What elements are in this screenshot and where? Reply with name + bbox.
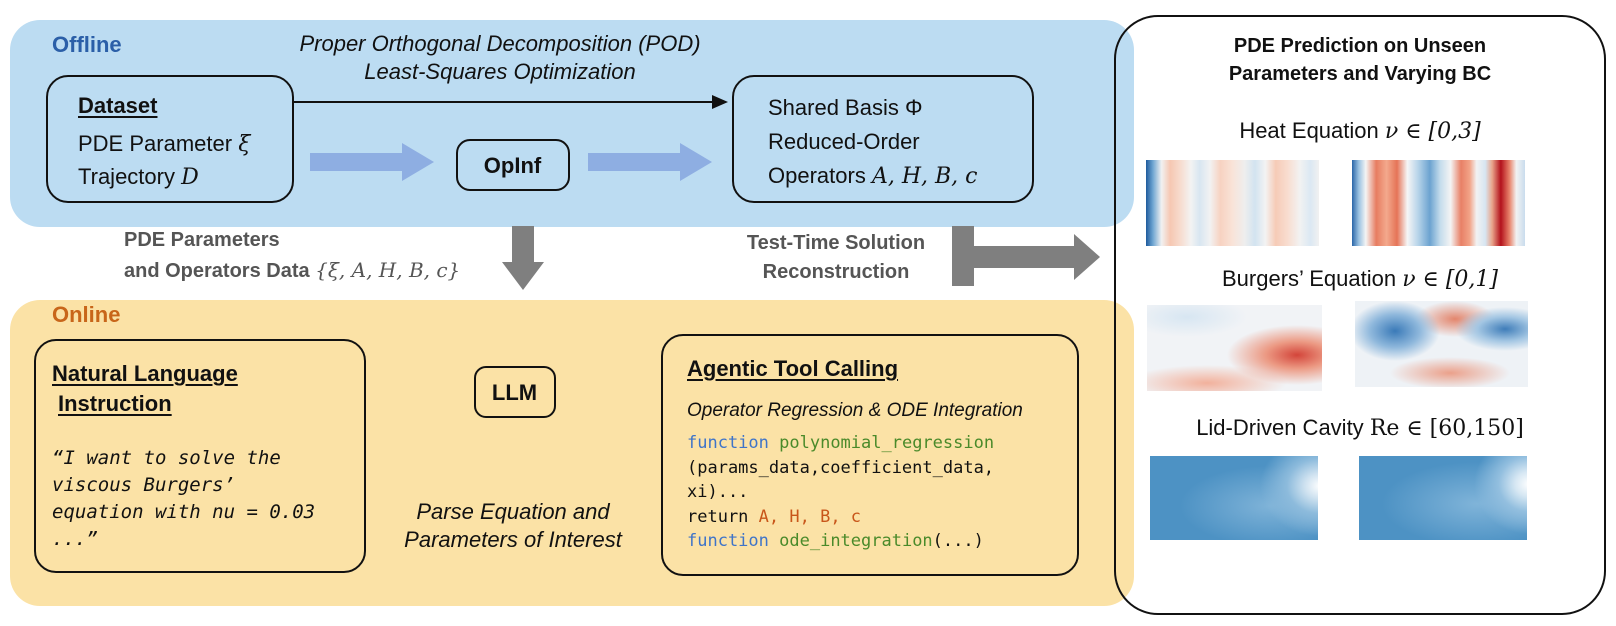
- pod-caption-line1: Proper Orthogonal Decomposition (POD): [299, 31, 701, 56]
- params-label-line1: PDE Parameters: [124, 229, 280, 251]
- heat-plot-2: [1352, 160, 1525, 246]
- params-label-line2: and Operators Data {ξ, A, H, B, c}: [124, 258, 460, 283]
- dataset-parameter-text: PDE Parameter: [78, 131, 233, 156]
- dataset-trajectory-line: Trajectory D: [78, 164, 199, 190]
- dataset-parameter-line: PDE Parameter ξ: [78, 131, 250, 157]
- heat-equation-text: Heat Equation: [1239, 118, 1379, 143]
- quote-line4: ...”: [52, 528, 98, 550]
- code-fn-polynomial-regression: polynomial_regression: [779, 433, 995, 453]
- offline-panel: [10, 20, 1134, 227]
- gray-down-arrow: [502, 226, 544, 290]
- cavity-text: Lid-Driven Cavity: [1196, 415, 1364, 440]
- dataset-title: Dataset: [78, 93, 158, 118]
- params-symbol-set: {ξ, A, H, B, c}: [315, 258, 461, 282]
- opinf-box: OpInf: [456, 139, 570, 191]
- agent-box: Agentic Tool Calling Operator Regression…: [661, 334, 1079, 576]
- prediction-panel: [1114, 15, 1606, 615]
- code-line4: return A, H, B, c: [687, 505, 994, 530]
- cavity-range: Re ∈ [60,150]: [1369, 416, 1524, 441]
- instruction-title-line2: Instruction: [58, 391, 172, 416]
- pod-arrow: [294, 95, 728, 109]
- reduced-order-label: Reduced-Order: [768, 129, 920, 154]
- cavity-label: Lid-Driven Cavity Re ∈ [60,150]: [1114, 415, 1606, 441]
- opinf-label: OpInf: [483, 153, 542, 178]
- code-fn-args: (...): [932, 531, 984, 551]
- online-panel: [10, 300, 1134, 606]
- recon-label-line2: Reconstruction: [762, 261, 910, 283]
- blue-arrow-from-opinf: [588, 143, 712, 181]
- agent-title: Agentic Tool Calling: [687, 356, 899, 381]
- heat-equation-range: ν ∈ [0,3]: [1384, 119, 1481, 144]
- operators-line: Operators A, H, B, c: [768, 163, 977, 189]
- shared-basis-label: Shared Basis Φ: [768, 95, 923, 120]
- parse-caption-line2: Parameters of Interest: [404, 527, 622, 552]
- agent-code: function polynomial_regression (params_d…: [687, 431, 994, 554]
- burgers-equation-text: Burgers’ Equation: [1221, 266, 1397, 291]
- instruction-box: Natural Language Instruction “I want to …: [34, 339, 366, 573]
- agent-subtitle: Operator Regression & ODE Integration: [687, 400, 1023, 421]
- offline-label: Offline: [52, 32, 122, 57]
- prediction-title-line2: Parameters and Varying BC: [1228, 63, 1492, 85]
- code-line3: xi)...: [687, 482, 749, 502]
- code-keyword-return: return: [687, 506, 749, 527]
- llm-label: LLM: [491, 380, 538, 405]
- instruction-quote: “I want to solve the viscous Burgers’ eq…: [52, 445, 315, 553]
- code-line5: function ode_integration(...): [687, 529, 994, 554]
- instruction-title-line1: Natural Language: [52, 361, 238, 386]
- d-symbol: D: [181, 165, 199, 190]
- basis-box: Shared Basis Φ Reduced-Order Operators A…: [732, 75, 1034, 203]
- llm-box: LLM: [474, 366, 556, 418]
- burgers-equation-label: Burgers’ Equation ν ∈ [0,1]: [1114, 266, 1606, 292]
- prediction-title-line1: PDE Prediction on Unseen: [1233, 35, 1487, 57]
- code-keyword-function-2: function: [687, 531, 769, 551]
- code-line1: function polynomial_regression: [687, 431, 994, 456]
- heat-plot-1: [1146, 160, 1319, 246]
- code-return-values: A, H, B, c: [758, 506, 862, 527]
- heat-equation-label: Heat Equation ν ∈ [0,3]: [1114, 118, 1606, 144]
- burgers-equation-range: ν ∈ [0,1]: [1402, 267, 1498, 292]
- blue-arrow-to-opinf: [310, 143, 434, 181]
- code-fn-ode-integration: ode_integration: [779, 531, 933, 551]
- quote-line1: “I want to solve the: [52, 447, 281, 469]
- code-line2: (params_data,coefficient_data,: [687, 457, 995, 478]
- online-label: Online: [52, 302, 121, 327]
- operators-text: Operators: [768, 163, 866, 188]
- burgers-plot-2: [1355, 301, 1528, 387]
- burgers-plot-1: [1147, 305, 1322, 391]
- quote-line2: viscous Burgers’: [52, 474, 236, 496]
- operators-symbols: A, H, B, c: [871, 164, 978, 189]
- cavity-plot-2: [1359, 456, 1527, 540]
- xi-symbol: ξ: [238, 132, 251, 157]
- params-label-line2-text: and Operators Data: [124, 260, 310, 282]
- recon-label-line1: Test-Time Solution: [746, 232, 926, 254]
- gray-right-arrow: [952, 226, 1100, 286]
- code-keyword-function: function: [687, 433, 769, 453]
- dataset-box: Dataset PDE Parameter ξ Trajectory D: [46, 75, 294, 203]
- cavity-plot-1: [1150, 456, 1318, 540]
- dataset-trajectory-text: Trajectory: [78, 164, 175, 189]
- parse-caption-line1: Parse Equation and: [416, 499, 610, 524]
- quote-line3: equation with nu = 0.03: [52, 501, 316, 523]
- pod-caption-line2: Least-Squares Optimization: [364, 59, 636, 84]
